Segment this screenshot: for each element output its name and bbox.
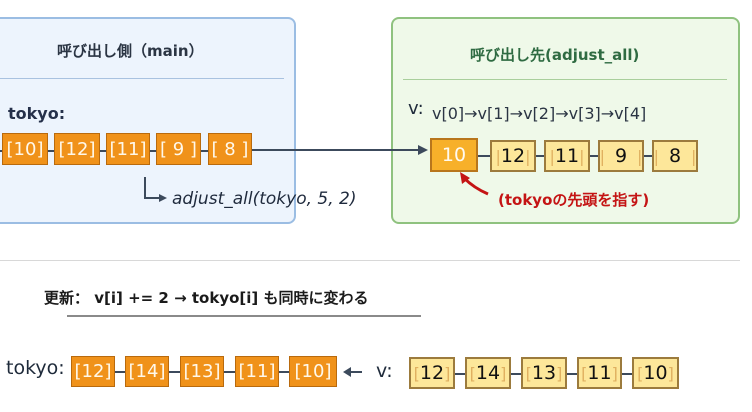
array-connector — [169, 371, 180, 373]
array-connector — [511, 373, 521, 375]
function-call-text: adjust_all(tokyo, 5, 2) — [172, 189, 357, 209]
array-connector — [536, 155, 544, 157]
callee-cell-2: |11| — [544, 140, 590, 172]
callee-cell-0-head: 10 — [430, 138, 478, 172]
array-connector — [224, 371, 235, 373]
array-connector — [567, 373, 577, 375]
callee-cell-1: |12| — [490, 140, 536, 172]
caller-cell-3: [ 9 ] — [156, 133, 201, 165]
result-v-cell-0: [12] — [409, 357, 455, 389]
caller-cell-2: [11] — [106, 133, 150, 165]
callee-title: 呼び出し先(adjust_all) — [470, 46, 640, 64]
pass-reference-arrow — [252, 145, 428, 155]
callee-cell-4-value: 8 — [668, 145, 682, 167]
result-alias-arrow — [343, 367, 362, 377]
index-sequence: v[0]→v[1]→v[2]→v[3]→v[4] — [432, 104, 647, 123]
array-connector — [100, 150, 106, 152]
array-connector — [150, 150, 156, 152]
caller-cell-4: [ 8 ] — [208, 133, 252, 165]
result-v-cell-4-value: 10 — [643, 362, 668, 384]
array-connector — [455, 373, 465, 375]
result-tokyo-cell-0: [12] — [71, 356, 115, 387]
callee-cell-2-value: 11 — [554, 145, 580, 167]
call-elbow-arrow — [144, 177, 167, 202]
array-connector — [279, 371, 289, 373]
array-connector — [622, 373, 632, 375]
result-tokyo-label: tokyo: — [6, 357, 65, 379]
result-tokyo-cell-4: [10] — [289, 356, 337, 387]
array-connector — [48, 150, 54, 152]
callee-cell-3-value: 9 — [614, 145, 628, 167]
caller-cell-1: [12] — [54, 133, 100, 165]
update-description: 更新： v[i] += 2 → tokyo[i] も同時に変わる — [44, 289, 369, 307]
result-tokyo-cell-1: [14] — [125, 356, 169, 387]
result-v-cell-3: [11] — [577, 357, 622, 389]
result-tokyo-cell-3: [11] — [235, 356, 279, 387]
callee-divider — [403, 79, 727, 80]
result-v-cell-2: [13] — [521, 357, 567, 389]
callee-cell-4: |8| — [652, 140, 698, 172]
result-v-label: v: — [376, 360, 393, 382]
result-v-cell-2-value: 13 — [531, 362, 557, 384]
callee-panel — [391, 17, 740, 224]
section-divider — [0, 260, 740, 261]
result-v-cell-0-value: 12 — [419, 362, 445, 384]
caller-array-label: tokyo: — [8, 104, 66, 123]
array-connector — [478, 155, 490, 157]
pointer-note: (tokyoの先頭を指す) — [498, 191, 650, 209]
callee-cell-1-value: 12 — [500, 145, 526, 167]
array-connector — [115, 371, 125, 373]
update-underline — [67, 315, 421, 317]
caller-divider — [0, 78, 284, 79]
caller-title: 呼び出し側（main） — [57, 42, 204, 60]
array-connector — [590, 155, 598, 157]
array-connector — [644, 155, 652, 157]
result-v-cell-1-value: 14 — [475, 362, 501, 384]
result-v-cell-3-value: 11 — [587, 362, 612, 384]
result-v-cell-1: [14] — [465, 357, 511, 389]
caller-panel — [0, 17, 296, 224]
array-connector — [201, 150, 208, 152]
callee-array-label: v: — [408, 98, 424, 119]
caller-cell-0: [10] — [2, 133, 48, 165]
callee-cell-3: |9| — [598, 140, 644, 172]
result-tokyo-cell-2: [13] — [180, 356, 224, 387]
pointer-note-arrow — [460, 172, 489, 196]
result-v-cell-4: [10] — [632, 357, 679, 389]
